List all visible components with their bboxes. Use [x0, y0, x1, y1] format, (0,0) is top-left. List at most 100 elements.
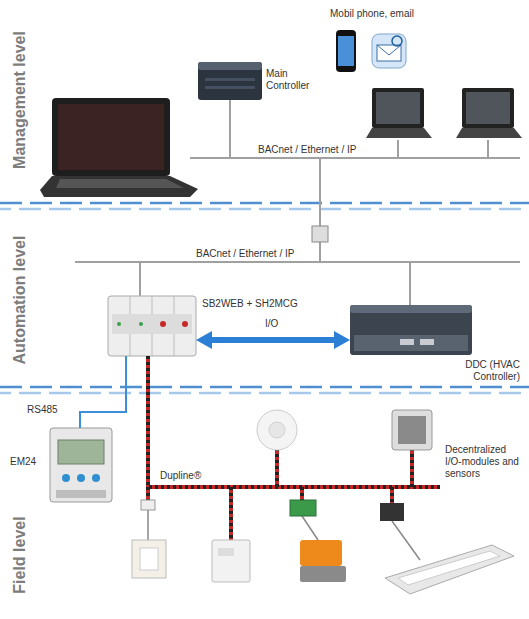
device-label: EM24: [10, 456, 36, 468]
drop-line: [319, 242, 321, 262]
annotation: BACnet / Ethernet / IP: [196, 248, 294, 260]
panel-face: [398, 416, 426, 444]
envelope: [377, 45, 401, 61]
io-module: [290, 500, 316, 516]
sb2web-device: [108, 296, 196, 356]
module-body: [108, 296, 196, 356]
drop-line: [139, 262, 141, 296]
laptop-icon: [40, 98, 198, 197]
meter-button: [92, 474, 100, 482]
sensor-body: [257, 410, 297, 450]
device-label: SB2WEB + SH2MCG: [202, 298, 298, 310]
ddc-front: [354, 335, 468, 351]
light-switch: [132, 540, 166, 578]
ddc-port: [420, 339, 434, 345]
bus-line: [190, 157, 520, 159]
thermostat-body: [212, 540, 250, 582]
laptop-screen: [372, 88, 424, 128]
annotation: Decentralized I/O-modules and sensors: [445, 444, 525, 480]
laptop-icon: [456, 88, 522, 138]
laptop-display: [376, 92, 420, 124]
light-fixture: [385, 545, 514, 594]
drop-line: [319, 158, 321, 226]
led: [160, 321, 166, 327]
ddc-body: [350, 305, 472, 355]
em24-meter: [50, 428, 112, 502]
actuator: [300, 540, 346, 582]
drop-line: [229, 100, 231, 158]
device-leads: [148, 510, 420, 560]
level-label: Management level: [11, 31, 29, 169]
thermostat: [212, 540, 250, 582]
led: [117, 322, 121, 326]
laptop-display: [466, 92, 510, 124]
phone-screen: [338, 36, 354, 66]
at-sign: [392, 36, 402, 46]
laptop-base: [366, 128, 432, 138]
ceiling-sensor: [257, 410, 297, 450]
panel-frame: [392, 410, 432, 450]
meter-button: [62, 474, 70, 482]
edge-label: I/O: [264, 318, 279, 330]
dashed-line: [0, 202, 529, 205]
device-node: SB2WEB + SH2MCG: [108, 296, 196, 356]
switch-plate: [132, 540, 166, 578]
annotation: Mobil phone, email: [330, 8, 414, 20]
device-node: DDC (HVAC Controller): [350, 305, 472, 355]
controller-vent: [205, 86, 255, 89]
wire-black: [148, 356, 440, 540]
drop-line: [409, 262, 411, 305]
meter-body: [50, 428, 112, 502]
laptop-keys: [56, 179, 184, 188]
drop-line: [397, 140, 399, 158]
actuator-body: [300, 540, 342, 566]
controller-body: [198, 62, 262, 100]
laptop-icon: [366, 88, 432, 138]
laptop-base: [40, 176, 198, 197]
junction-box: [312, 226, 328, 242]
level-label: Field level: [11, 516, 29, 593]
dashed-line: [0, 386, 529, 389]
module-front: [112, 314, 192, 334]
email-icon: [372, 34, 406, 68]
bus-line: [75, 261, 520, 263]
drop-line: [487, 140, 489, 158]
ddc-device: [350, 305, 472, 355]
io-module: [380, 503, 404, 521]
device-node: Main Controller: [198, 62, 262, 100]
laptop-base: [456, 128, 522, 138]
dashed-line: [0, 208, 529, 211]
io-module: [141, 500, 155, 510]
device-label: Main Controller: [266, 68, 324, 92]
phone-body: [336, 30, 356, 72]
controller-top: [198, 62, 262, 70]
lead: [392, 521, 420, 560]
dupline-wire: [148, 356, 440, 540]
lead: [302, 516, 318, 540]
lead: [147, 510, 149, 540]
level-separator: [0, 203, 529, 393]
annotation: BACnet / Ethernet / IP: [258, 144, 356, 156]
fixture-lens: [398, 551, 500, 585]
email-tile: [372, 34, 406, 68]
fixture-body: [385, 545, 514, 594]
led: [139, 322, 143, 326]
phone-icon: [336, 30, 356, 72]
led: [182, 321, 188, 327]
controller-vent: [205, 78, 255, 81]
meter-button: [77, 474, 85, 482]
level-label: Automation level: [11, 236, 29, 365]
edge-label: RS485: [26, 404, 59, 416]
wire-red: [148, 356, 440, 540]
ddc-top: [350, 305, 472, 313]
connector: [80, 356, 126, 428]
laptop-display: [58, 104, 164, 170]
meter-terminals: [56, 490, 106, 498]
laptop-screen: [462, 88, 514, 128]
thermostat-display: [218, 548, 234, 556]
connector: [206, 337, 340, 343]
ddc-port: [400, 339, 414, 345]
dashed-line: [0, 392, 529, 395]
